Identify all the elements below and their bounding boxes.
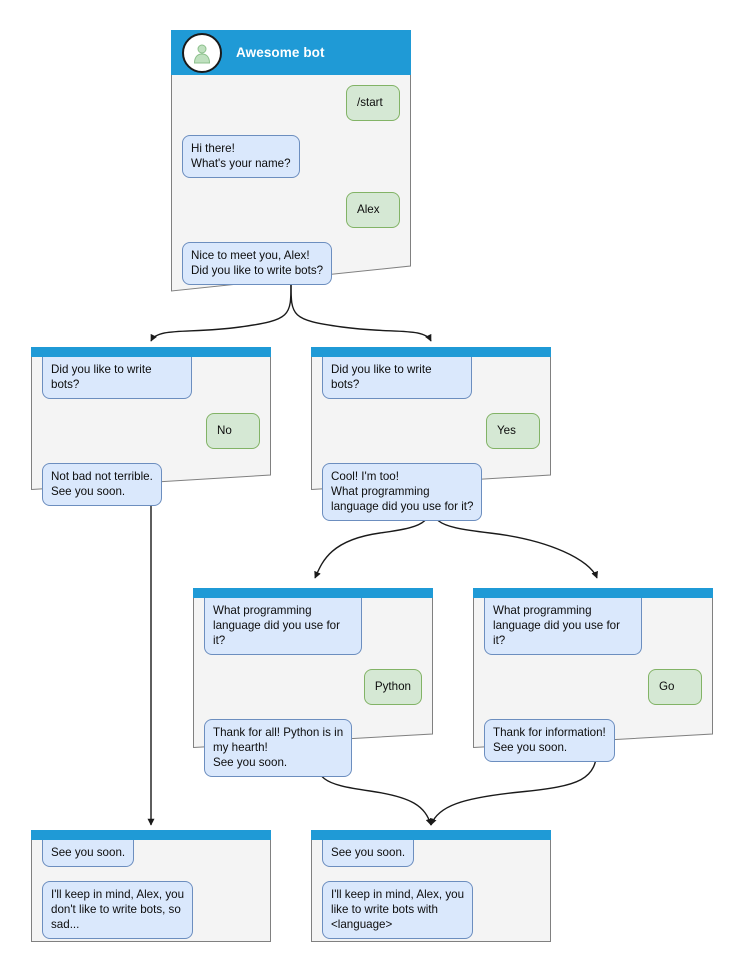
end-no-message-list: See you soon. I'll keep in mind, Alex, y… <box>31 840 271 939</box>
message-bubble-user[interactable]: Alex <box>346 192 400 228</box>
message-bubble-bot[interactable]: Not bad not terrible. See you soon. <box>42 463 162 506</box>
message-bubble-bot[interactable]: Hi there! What's your name? <box>182 135 300 178</box>
node-header-bar <box>473 588 713 598</box>
node-end-no[interactable]: See you soon. I'll keep in mind, Alex, y… <box>31 830 271 942</box>
message-bubble-bot[interactable]: I'll keep in mind, Alex, you don't like … <box>42 881 194 939</box>
node-header-bar <box>311 830 551 840</box>
node-header-bar <box>31 830 271 840</box>
message-bubble-bot[interactable]: I'll keep in mind, Alex, you like to wri… <box>322 881 474 939</box>
message-bubble-bot[interactable]: Did you like to write bots? <box>42 357 192 399</box>
message-bubble-user[interactable]: /start <box>346 85 400 121</box>
message-bubble-bot[interactable]: What programming language did you use fo… <box>484 598 642 655</box>
node-header-bar <box>193 588 433 598</box>
bot-name-label: Awesome bot <box>236 45 325 60</box>
message-bubble-bot[interactable]: Nice to meet you, Alex! Did you like to … <box>182 242 333 285</box>
message-bubble-user[interactable]: Python <box>363 669 422 705</box>
node-no-branch[interactable]: Did you like to write bots? No Not bad n… <box>31 347 271 506</box>
message-bubble-bot[interactable]: Thank for all! Python is in my hearth! S… <box>204 719 353 777</box>
python-branch-message-list: What programming language did you use fo… <box>193 598 433 777</box>
node-yes-branch[interactable]: Did you like to write bots? Yes Cool! I'… <box>311 347 551 521</box>
root-message-list: /start Hi there! What's your name? Alex … <box>171 85 411 285</box>
message-bubble-bot[interactable]: See you soon. <box>42 840 135 867</box>
node-root[interactable]: Awesome bot /start Hi there! What's your… <box>171 30 411 292</box>
message-bubble-user[interactable]: Yes <box>486 413 540 449</box>
node-header-bar <box>31 347 271 357</box>
yes-branch-message-list: Did you like to write bots? Yes Cool! I'… <box>311 357 551 521</box>
no-branch-message-list: Did you like to write bots? No Not bad n… <box>31 357 271 506</box>
node-python-branch[interactable]: What programming language did you use fo… <box>193 588 433 777</box>
node-go-branch[interactable]: What programming language did you use fo… <box>473 588 713 762</box>
node-end-yes[interactable]: See you soon. I'll keep in mind, Alex, y… <box>311 830 551 942</box>
message-bubble-bot[interactable]: Cool! I'm too! What programming language… <box>322 463 483 521</box>
message-bubble-user[interactable]: No <box>206 413 260 449</box>
message-bubble-bot[interactable]: Did you like to write bots? <box>322 357 472 399</box>
message-bubble-bot[interactable]: See you soon. <box>322 840 415 867</box>
message-bubble-bot[interactable]: Thank for information! See you soon. <box>484 719 615 762</box>
bot-header: Awesome bot <box>171 30 411 75</box>
go-branch-message-list: What programming language did you use fo… <box>473 598 713 762</box>
message-bubble-bot[interactable]: What programming language did you use fo… <box>204 598 362 655</box>
end-yes-message-list: See you soon. I'll keep in mind, Alex, y… <box>311 840 551 939</box>
node-header-bar <box>311 347 551 357</box>
person-avatar-icon <box>182 32 222 73</box>
message-bubble-user[interactable]: Go <box>648 669 702 705</box>
